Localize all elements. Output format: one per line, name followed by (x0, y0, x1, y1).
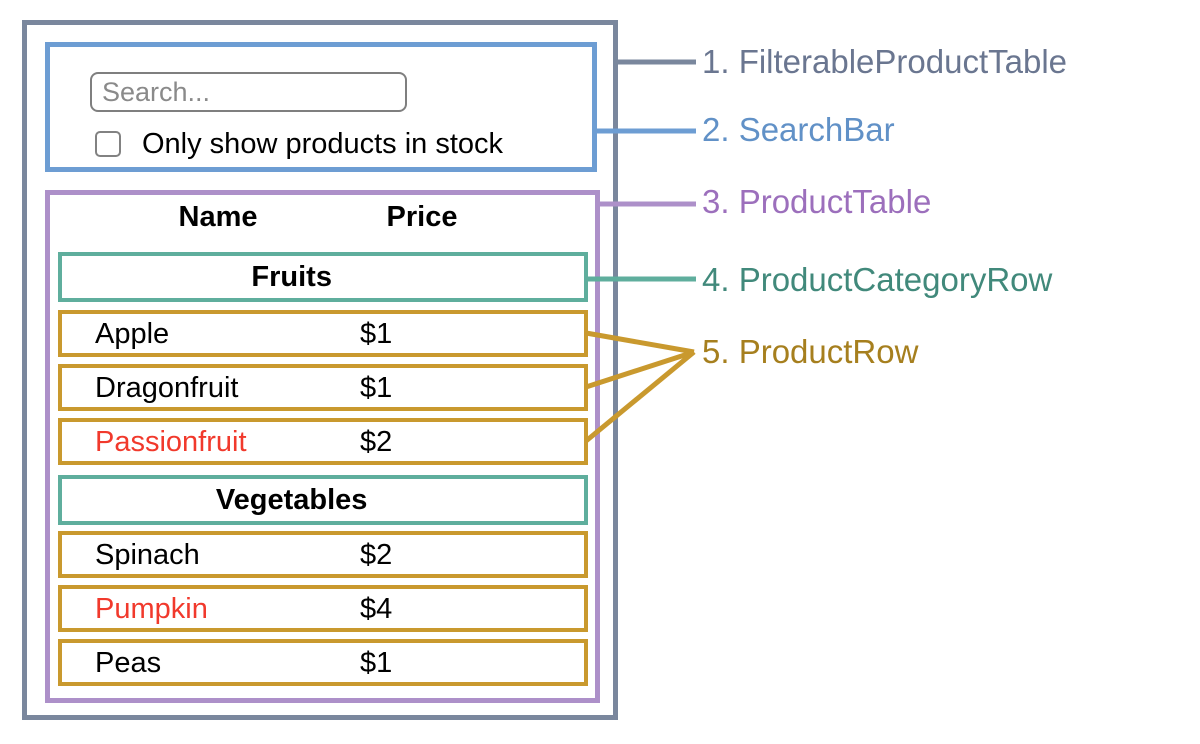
product-name: Peas (95, 647, 162, 679)
product-name: Dragonfruit (95, 372, 239, 404)
product-price: $1 (360, 318, 393, 350)
column-header-name: Name (178, 201, 258, 233)
product-price: $4 (360, 593, 393, 625)
product-name: Passionfruit (95, 426, 247, 458)
search-input[interactable] (90, 72, 407, 112)
product-row-pumpkin: Pumpkin $4 (58, 585, 588, 632)
product-price: $1 (360, 647, 393, 679)
in-stock-checkbox-label: Only show products in stock (142, 128, 504, 160)
annotation-product-table: 3. ProductTable (702, 183, 932, 220)
product-name: Apple (95, 318, 170, 350)
annotation-product-category-row: 4. ProductCategoryRow (702, 261, 1053, 298)
search-bar-box (45, 42, 597, 172)
product-row-dragonfruit: Dragonfruit $1 (58, 364, 588, 411)
product-name: Spinach (95, 539, 200, 571)
product-row-peas: Peas $1 (58, 639, 588, 686)
product-table-box (45, 190, 600, 703)
product-price: $2 (360, 539, 393, 571)
column-header-price: Price (386, 201, 458, 233)
product-name: Pumpkin (95, 593, 208, 625)
product-price: $1 (360, 372, 393, 404)
product-row-apple: Apple $1 (58, 310, 588, 357)
in-stock-checkbox[interactable] (95, 131, 121, 157)
annotation-filterable-product-table: 1. FilterableProductTable (702, 43, 1068, 80)
category-label: Fruits (251, 261, 332, 293)
annotation-product-row: 5. ProductRow (702, 333, 919, 370)
product-price: $2 (360, 426, 393, 458)
category-row-vegetables: Vegetables (58, 475, 588, 525)
category-label: Vegetables (215, 484, 368, 516)
product-row-passionfruit: Passionfruit $2 (58, 418, 588, 465)
product-row-spinach: Spinach $2 (58, 531, 588, 578)
annotation-search-bar: 2. SearchBar (702, 111, 895, 148)
category-row-fruits: Fruits (58, 252, 588, 302)
